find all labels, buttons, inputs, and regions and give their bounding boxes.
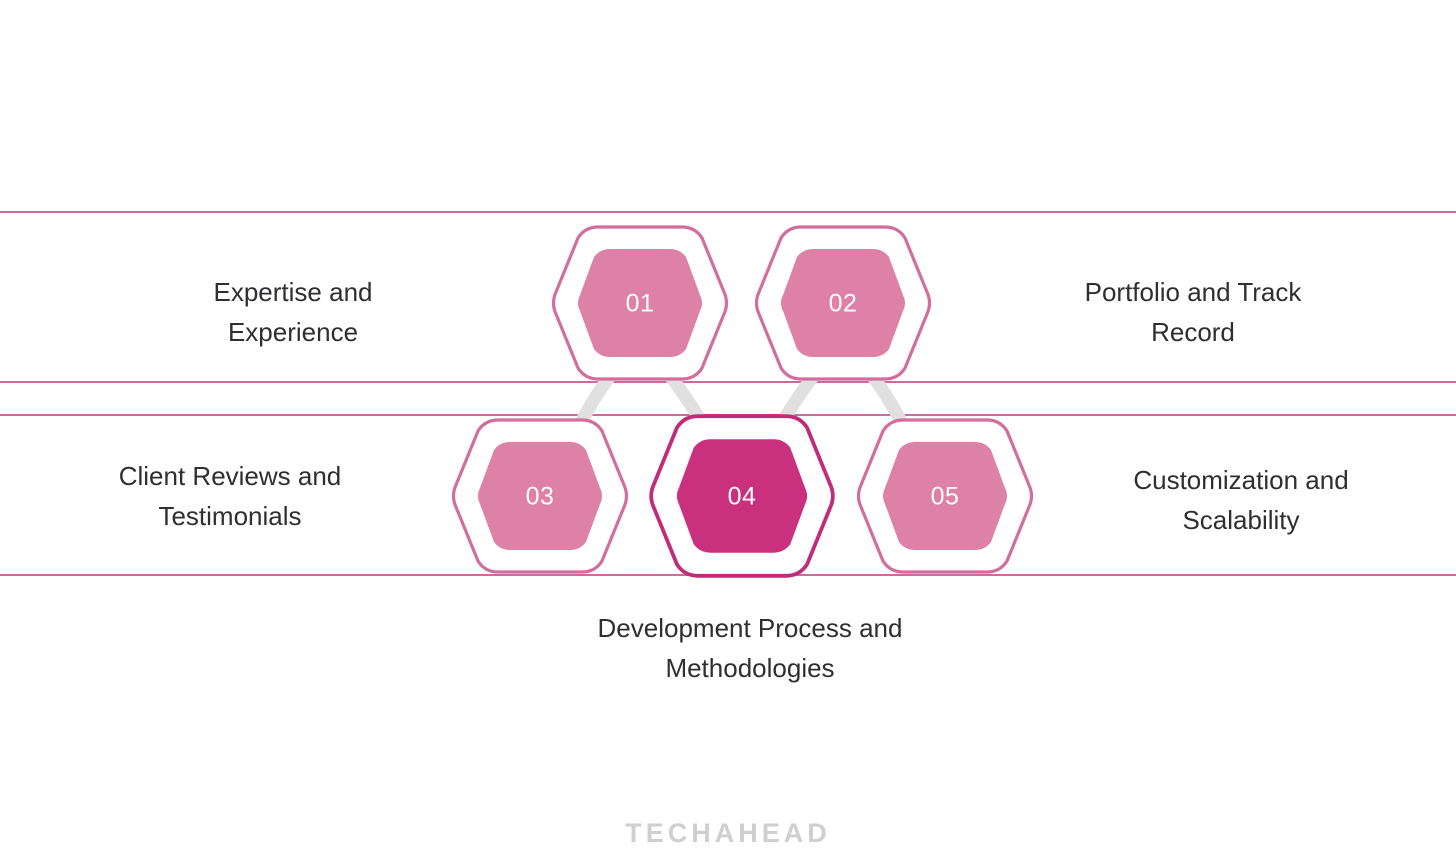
hexagon-inner-fill-03 bbox=[478, 442, 602, 550]
techahead-watermark: TECHAHEAD bbox=[625, 818, 831, 848]
caption-node-04-line1: Development Process and bbox=[597, 613, 903, 643]
caption-node-03-line1: Client Reviews and bbox=[118, 461, 342, 491]
caption-node-01-line1: Expertise and bbox=[213, 277, 373, 307]
caption-node-05-line1: Customization and bbox=[1133, 465, 1349, 495]
hexagon-node-02[interactable] bbox=[754, 225, 932, 381]
hexagon-inner-fill-02 bbox=[781, 249, 905, 357]
horizontal-rule-top-lower bbox=[0, 381, 1456, 383]
hexagon-inner-fill-04 bbox=[676, 439, 808, 553]
caption-node-02-line2: Record bbox=[1151, 317, 1235, 348]
hexagon-inner-fill-01 bbox=[578, 249, 702, 357]
caption-node-01: Expertise and Experience bbox=[60, 272, 526, 352]
hexagon-node-04[interactable] bbox=[649, 414, 835, 578]
horizontal-rule-top-upper bbox=[0, 211, 1456, 213]
caption-node-02: Portfolio and Track Record bbox=[960, 272, 1426, 352]
caption-node-05-line2: Scalability bbox=[1182, 505, 1300, 536]
hexagon-node-01[interactable] bbox=[551, 225, 729, 381]
caption-node-04-line2: Methodologies bbox=[665, 653, 835, 684]
caption-node-03: Client Reviews and Testimonials bbox=[20, 456, 440, 536]
hexagon-node-05[interactable] bbox=[856, 418, 1034, 574]
caption-node-04: Development Process and Methodologies bbox=[510, 608, 990, 688]
caption-node-05: Customization and Scalability bbox=[1040, 460, 1442, 540]
caption-node-01-line2: Experience bbox=[227, 317, 359, 348]
hexagon-node-03[interactable] bbox=[451, 418, 629, 574]
hexagon-inner-fill-05 bbox=[883, 442, 1007, 550]
caption-node-03-line2: Testimonials bbox=[158, 501, 302, 532]
caption-node-02-line1: Portfolio and Track bbox=[1084, 277, 1302, 307]
